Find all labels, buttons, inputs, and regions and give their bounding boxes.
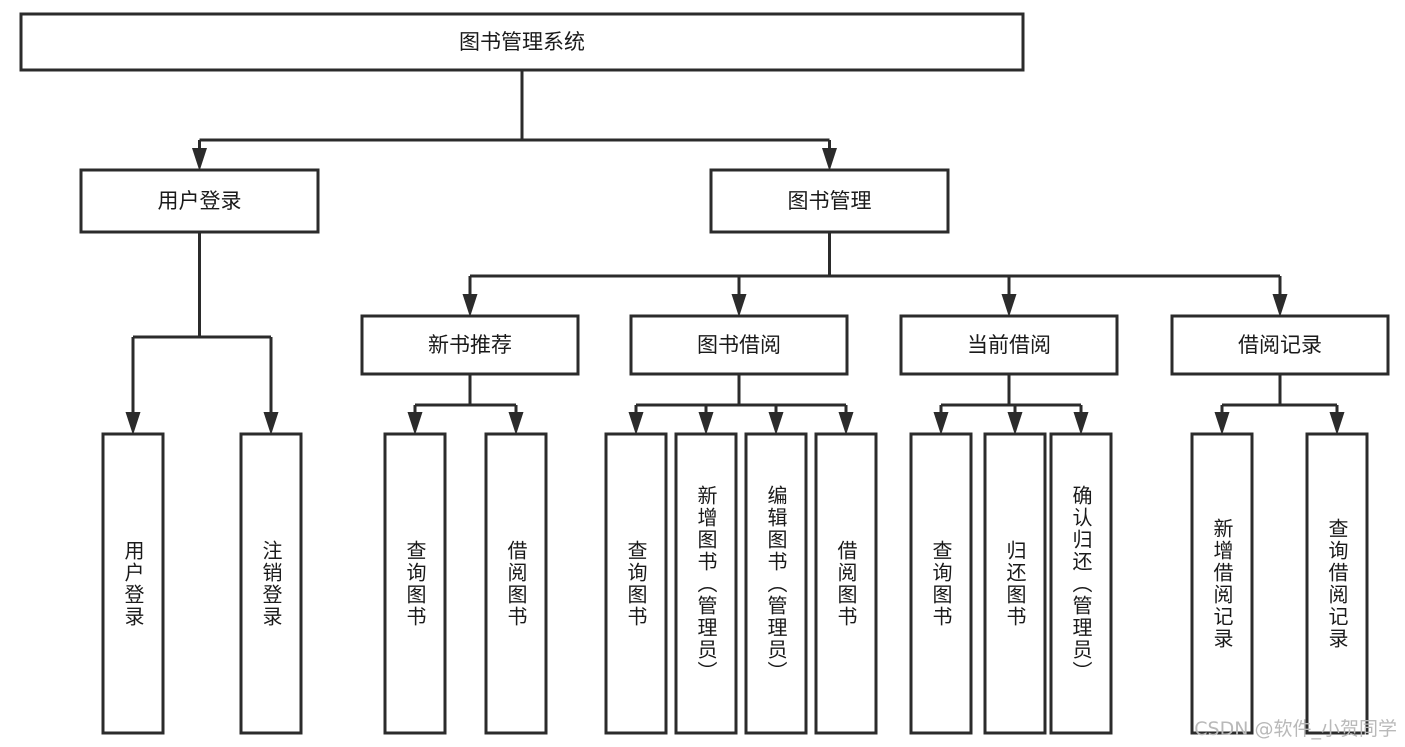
arrow-head-leaf-cur-confirm — [1073, 412, 1089, 435]
node-box-leaf-borrow-add[interactable] — [674, 432, 738, 735]
arrow-head-leaf-user-login — [125, 412, 141, 435]
node-box-leaf-borrow-lend[interactable] — [814, 432, 878, 735]
node-label-leaf-borrow-lend: 借阅图书 — [834, 539, 858, 628]
node-box-new-book-rec[interactable] — [360, 314, 580, 376]
arrow-head-book-manage — [822, 148, 837, 171]
arrow-head-leaf-borrow-query — [628, 412, 644, 435]
watermark-text: CSDN @软件_小贺同学 — [1194, 718, 1397, 740]
node-box-leaf-borrow-edit[interactable] — [744, 432, 808, 735]
arrow-head-leaf-borrow-edit — [768, 412, 784, 435]
arrow-head-leaf-rec-borrow — [508, 412, 524, 435]
arrow-head-book-borrow — [731, 294, 747, 317]
node-box-current-borrow[interactable] — [899, 314, 1119, 376]
node-label-leaf-borrow-query: 查询图书 — [624, 539, 648, 628]
node-label-new-book-rec: 新书推荐 — [428, 333, 512, 357]
node-label-leaf-user-login: 用户登录 — [121, 539, 145, 628]
node-label-borrow-record: 借阅记录 — [1238, 333, 1322, 357]
arrow-head-leaf-rec-query — [407, 412, 423, 435]
arrow-head-current-borrow — [1001, 294, 1017, 317]
node-label-leaf-cur-confirm: 确认归还（管理员） — [1069, 484, 1093, 683]
arrow-head-leaf-rec-query2 — [1329, 412, 1345, 435]
node-label-leaf-borrow-add: 新增图书（管理员） — [694, 484, 718, 683]
node-box-leaf-user-logout[interactable] — [239, 432, 303, 735]
arrow-head-leaf-cur-return — [1007, 412, 1023, 435]
node-box-leaf-user-login[interactable] — [101, 432, 165, 735]
arrow-head-borrow-record — [1272, 294, 1288, 317]
arrow-head-leaf-user-logout — [263, 412, 279, 435]
arrow-head-leaf-borrow-add — [698, 412, 714, 435]
node-label-leaf-rec-query2: 查询借阅记录 — [1325, 517, 1349, 650]
box-layer — [19, 12, 1390, 735]
node-box-user-login[interactable] — [79, 168, 320, 234]
node-box-leaf-rec-query2[interactable] — [1305, 432, 1369, 735]
node-label-root: 图书管理系统 — [459, 30, 585, 54]
node-box-leaf-rec-borrow[interactable] — [484, 432, 548, 735]
node-label-leaf-cur-query: 查询图书 — [929, 539, 953, 628]
node-box-root[interactable] — [19, 12, 1025, 72]
node-label-leaf-borrow-edit: 编辑图书（管理员） — [764, 484, 788, 683]
node-label-current-borrow: 当前借阅 — [967, 333, 1051, 357]
arrow-head-leaf-rec-add — [1214, 412, 1230, 435]
node-box-book-manage[interactable] — [709, 168, 950, 234]
node-label-leaf-rec-borrow: 借阅图书 — [504, 539, 528, 628]
arrow-head-new-book-rec — [462, 294, 478, 317]
arrow-head-leaf-borrow-lend — [838, 412, 854, 435]
node-box-leaf-rec-query[interactable] — [383, 432, 447, 735]
node-label-leaf-rec-add: 新增借阅记录 — [1210, 517, 1234, 650]
node-box-leaf-cur-query[interactable] — [909, 432, 973, 735]
node-label-leaf-user-logout: 注销登录 — [259, 539, 283, 628]
node-label-book-borrow: 图书借阅 — [697, 333, 781, 357]
node-box-leaf-rec-add[interactable] — [1190, 432, 1254, 735]
node-label-leaf-rec-query: 查询图书 — [403, 539, 427, 628]
arrow-head-leaf-cur-query — [933, 412, 949, 435]
node-label-book-manage: 图书管理 — [788, 189, 872, 213]
node-box-borrow-record[interactable] — [1170, 314, 1390, 376]
node-box-leaf-cur-confirm[interactable] — [1049, 432, 1113, 735]
arrow-head-user-login — [192, 148, 207, 171]
node-label-leaf-cur-return: 归还图书 — [1003, 539, 1027, 628]
node-label-user-login: 用户登录 — [158, 189, 242, 213]
node-box-book-borrow[interactable] — [629, 314, 849, 376]
node-box-leaf-cur-return[interactable] — [983, 432, 1047, 735]
edge-layer — [125, 70, 1345, 435]
node-box-leaf-borrow-query[interactable] — [604, 432, 668, 735]
